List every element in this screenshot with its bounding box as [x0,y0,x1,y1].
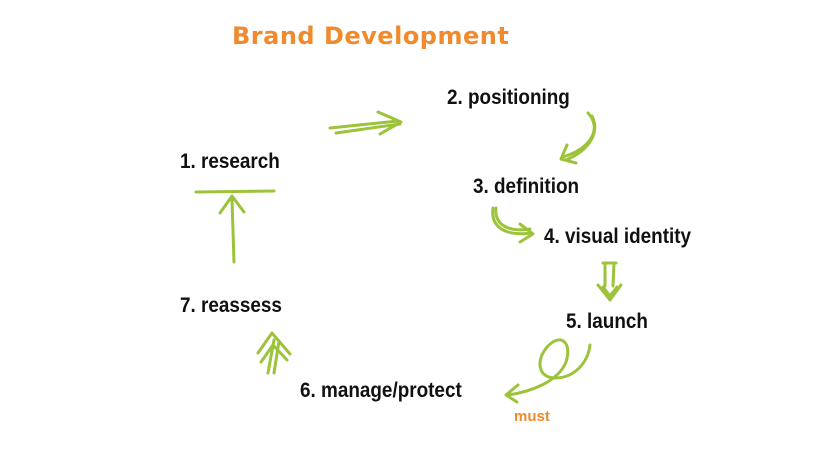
step-visual-identity: 4. visual identity [544,225,692,248]
arrow-manage-protect-to-reassess [256,331,292,375]
arrow-visual-identity-to-launch [596,261,623,302]
arrow-definition-to-visual-identity [491,206,535,244]
arrow-launch-to-manage-protect [504,338,592,404]
step-launch: 5. launch [566,310,648,333]
step-definition: 3. definition [473,175,580,198]
must-note: must [514,408,550,425]
arrow-reassess-to-research [194,189,276,264]
diagram-title: Brand Development [232,22,510,50]
arrow-research-to-positioning [328,110,403,136]
arrow-positioning-to-definition [559,111,597,165]
step-reassess: 7. reassess [180,294,282,317]
step-research: 1. research [180,150,280,173]
step-positioning: 2. positioning [447,86,570,109]
step-manage-protect: 6. manage/protect [300,379,462,402]
